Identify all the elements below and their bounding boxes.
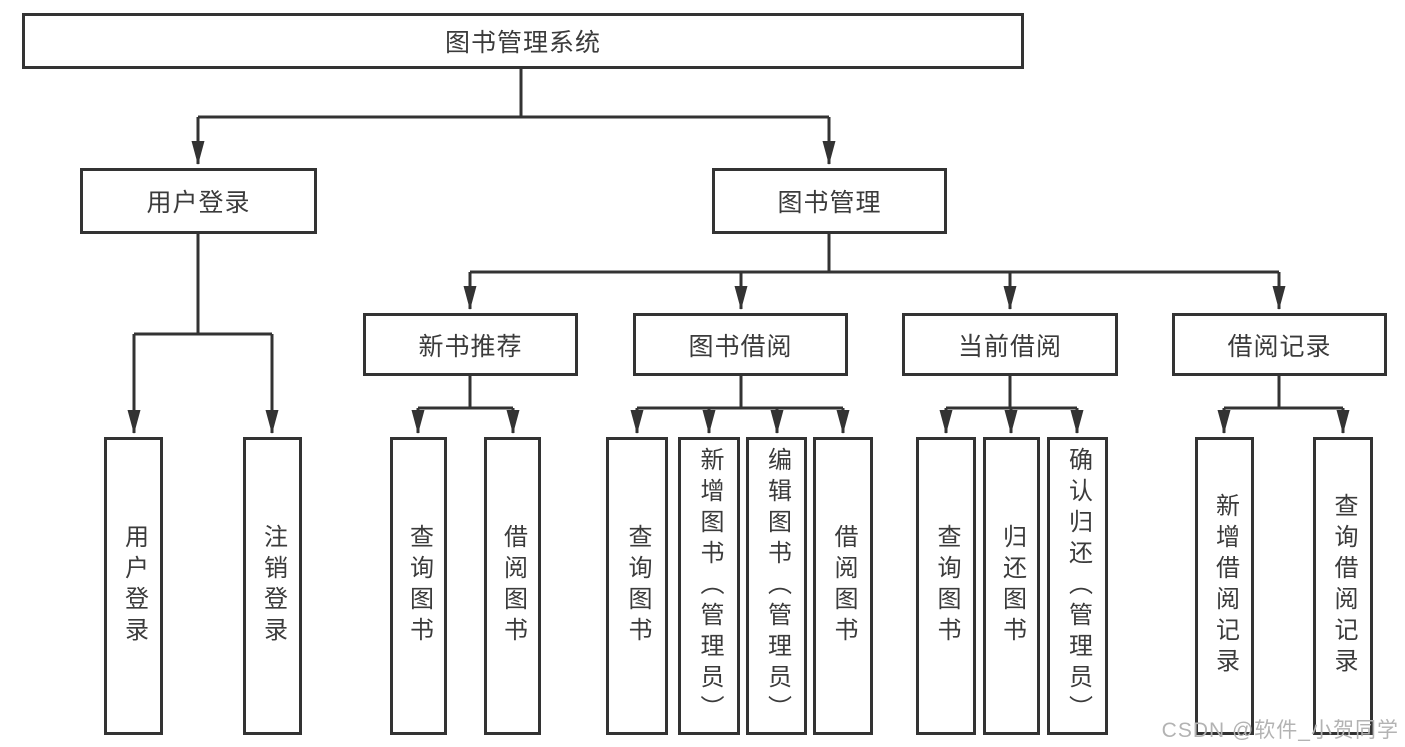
node-root-system: 图书管理系统 [22,13,1024,69]
leaf-edit-books-admin: 编辑图书（管理员） [746,437,807,735]
node-new-book-recommend: 新书推荐 [363,313,578,376]
leaf-add-books-admin: 新增图书（管理员） [678,437,740,735]
node-current-borrow: 当前借阅 [902,313,1118,376]
leaf-borrow-books-recommend: 借阅图书 [484,437,541,735]
node-borrow-records: 借阅记录 [1172,313,1387,376]
leaf-query-borrow-record: 查询借阅记录 [1313,437,1373,735]
leaf-confirm-return-admin: 确认归还（管理员） [1047,437,1108,735]
leaf-logout: 注销登录 [243,437,302,735]
leaf-query-books-current: 查询图书 [916,437,976,735]
csdn-watermark: CSDN @软件_小贺同学 [1161,719,1399,742]
leaf-add-borrow-record: 新增借阅记录 [1195,437,1254,735]
leaf-query-books-borrow: 查询图书 [606,437,668,735]
node-book-management: 图书管理 [712,168,947,234]
node-user-login: 用户登录 [80,168,317,234]
node-book-borrow: 图书借阅 [633,313,848,376]
leaf-return-books: 归还图书 [983,437,1040,735]
leaf-query-books-recommend: 查询图书 [390,437,447,735]
leaf-user-login: 用户登录 [104,437,163,735]
leaf-borrow-books: 借阅图书 [813,437,873,735]
